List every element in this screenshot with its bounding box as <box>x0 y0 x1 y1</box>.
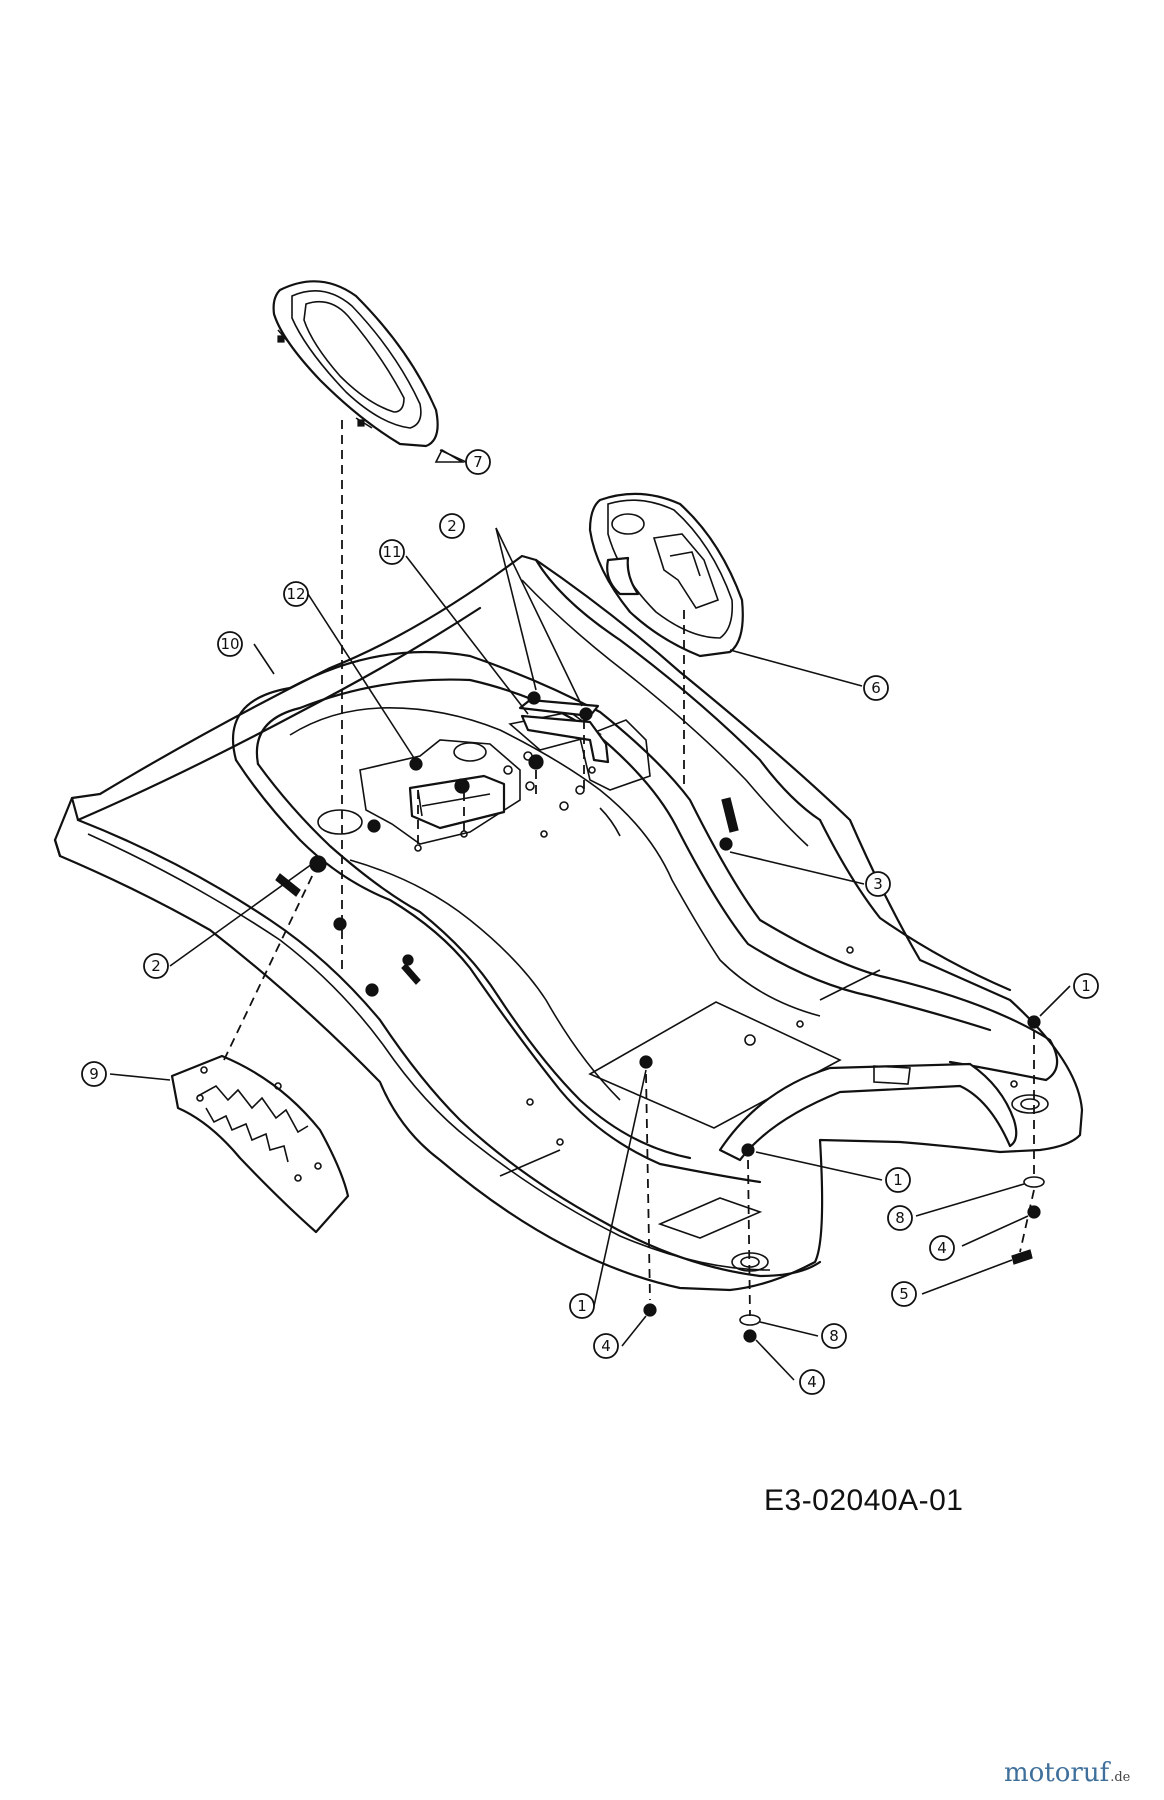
callout-11: 11 <box>379 539 405 565</box>
callout-2-left: 2 <box>143 953 169 979</box>
watermark-suffix: .de <box>1110 1770 1131 1785</box>
cover-part-6 <box>588 492 744 658</box>
svg-text:4: 4 <box>937 1239 947 1257</box>
assembly-lines <box>223 420 1035 1317</box>
svg-text:12: 12 <box>286 585 305 603</box>
callout-1-bottom: 1 <box>569 1293 595 1319</box>
drawing-code: E3-02040A-01 <box>764 1484 964 1517</box>
svg-text:1: 1 <box>893 1171 903 1189</box>
bracket-part-11 <box>518 698 610 764</box>
callout-12: 12 <box>283 581 309 607</box>
svg-text:7: 7 <box>473 453 483 471</box>
svg-text:4: 4 <box>601 1337 611 1355</box>
svg-text:3: 3 <box>873 875 883 893</box>
svg-text:8: 8 <box>829 1327 839 1345</box>
callout-7: 7 <box>465 449 491 475</box>
bracket-part-12 <box>408 774 506 830</box>
callouts: 7 2 11 12 10 6 3 2 1 9 1 8 4 5 1 4 <box>81 449 1099 1395</box>
callout-5: 5 <box>891 1281 917 1307</box>
fasteners <box>275 691 1045 1343</box>
svg-text:2: 2 <box>151 957 161 975</box>
callout-4-bottom: 4 <box>799 1369 825 1395</box>
svg-text:9: 9 <box>89 1065 99 1083</box>
svg-text:8: 8 <box>895 1209 905 1227</box>
svg-text:6: 6 <box>871 679 881 697</box>
svg-text:11: 11 <box>382 543 401 561</box>
svg-text:1: 1 <box>1081 977 1091 995</box>
leader-lines <box>109 448 1071 1381</box>
callout-1-mid: 1 <box>885 1167 911 1193</box>
svg-text:5: 5 <box>899 1285 909 1303</box>
svg-text:1: 1 <box>577 1297 587 1315</box>
callout-3: 3 <box>865 871 891 897</box>
mounting-holes <box>414 751 1018 1146</box>
callout-1-right: 1 <box>1073 973 1099 999</box>
watermark-text: motoruf <box>1004 1758 1110 1788</box>
rear-trim-piece <box>718 1062 1018 1162</box>
callout-9: 9 <box>81 1061 107 1087</box>
watermark-logo: motoruf.de <box>1004 1758 1130 1788</box>
svg-text:4: 4 <box>807 1373 817 1391</box>
svg-text:10: 10 <box>220 635 239 653</box>
callout-2-top: 2 <box>439 513 465 539</box>
svg-text:2: 2 <box>447 517 457 535</box>
callout-8-right: 8 <box>887 1205 913 1231</box>
callout-8-bottom: 8 <box>821 1323 847 1349</box>
fender-body <box>53 554 1084 1292</box>
cover-part-7 <box>272 280 439 448</box>
callout-6: 6 <box>863 675 889 701</box>
bezel-part-9 <box>170 1054 350 1234</box>
callout-4-bottom-left: 4 <box>593 1333 619 1359</box>
callout-4-right: 4 <box>929 1235 955 1261</box>
callout-10: 10 <box>217 631 243 657</box>
